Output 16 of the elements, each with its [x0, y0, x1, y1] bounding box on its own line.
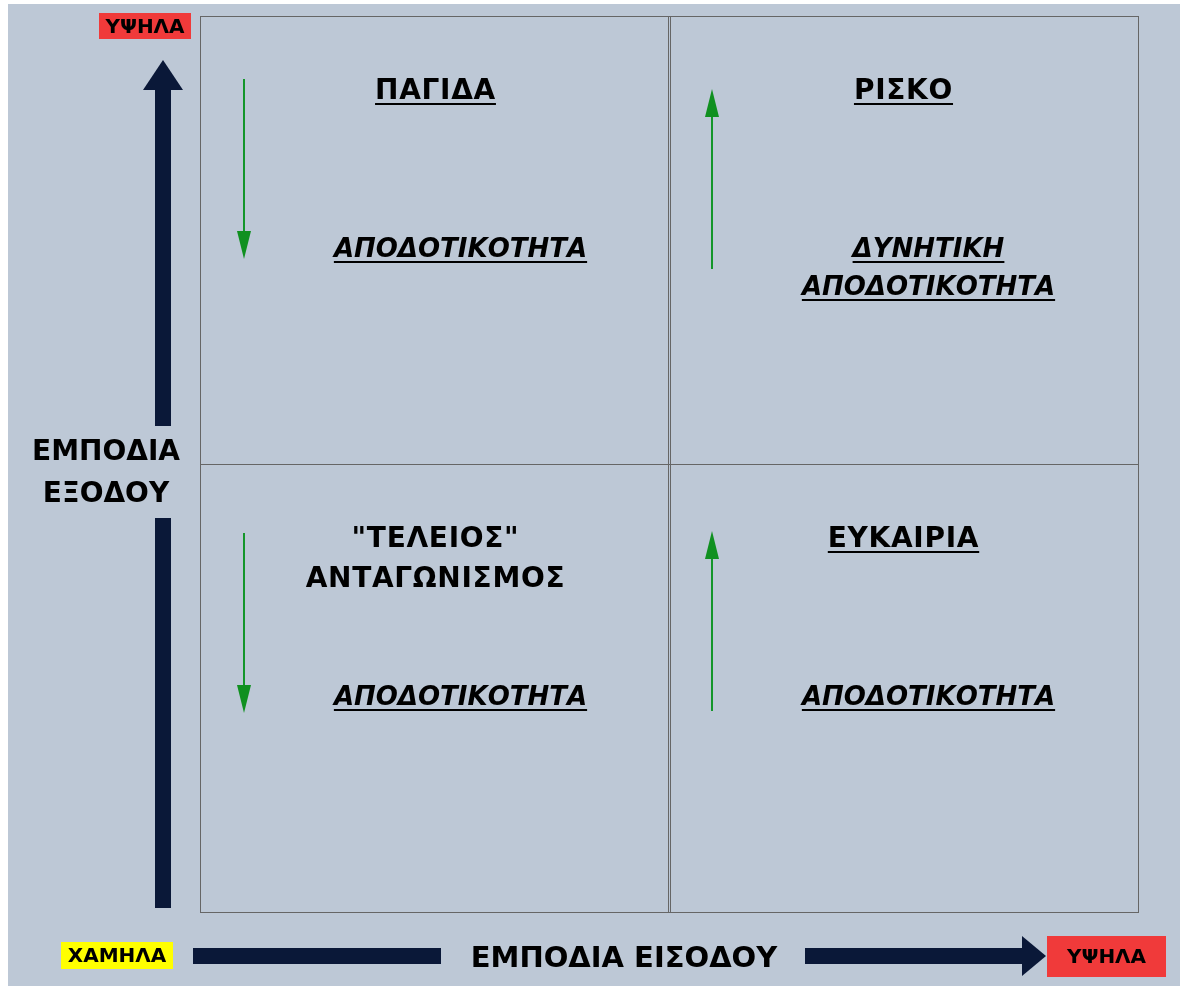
- quadrant-cell: [200, 16, 671, 465]
- quadrant-cell: [668, 16, 1139, 465]
- quadrant-cell: [200, 464, 671, 913]
- quadrant-cell: [668, 464, 1139, 913]
- quadrant-description: ΑΠΟΔΟΤΙΚΟΤΗΤΑ: [333, 232, 588, 265]
- quadrant-title: ΠΑΓΙΔΑ: [375, 72, 496, 108]
- quadrant-description: ΑΠΟΔΟΤΙΚΟΤΗΤΑ: [333, 680, 588, 713]
- quadrant-description: ΔΥΝΗΤΙΚΗ ΑΠΟΔΟΤΙΚΟΤΗΤΑ: [799, 232, 1057, 303]
- quadrant-title: ΕΥΚΑΙΡΙΑ: [827, 520, 980, 556]
- axis-end-label: ΥΨΗΛΑ: [99, 13, 191, 39]
- quadrant-title: ΡΙΣΚΟ: [853, 72, 954, 108]
- quadrant-description: ΑΠΟΔΟΤΙΚΟΤΗΤΑ: [801, 680, 1056, 713]
- axis-end-label: ΥΨΗΛΑ: [1047, 936, 1166, 977]
- axis-end-label: ΧΑΜΗΛΑ: [61, 942, 173, 969]
- quadrant-title: "ΤΕΛΕΙΟΣ" ΑΝΤΑΓΩΝΙΣΜΟΣ: [304, 520, 567, 596]
- axis-title: ΕΜΠΟΔΙΑ ΕΙΣΟΔΟΥ: [469, 939, 779, 976]
